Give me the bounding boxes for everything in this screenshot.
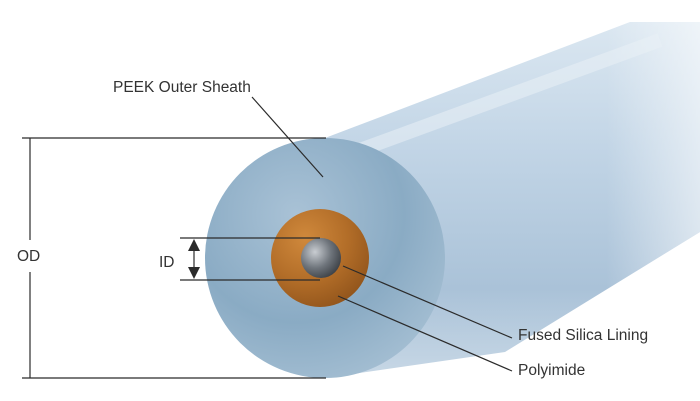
id-label: ID bbox=[159, 254, 175, 271]
fused-silica-leader-line bbox=[342, 265, 513, 339]
od-dimension bbox=[22, 137, 326, 379]
od-label: OD bbox=[17, 248, 41, 265]
fused-silica-bore bbox=[301, 238, 341, 278]
id-arrow-up bbox=[188, 239, 200, 251]
id-arrow-down bbox=[188, 267, 200, 279]
polyimide-leader-line bbox=[337, 295, 513, 372]
peek-outer-sheath-label: PEEK Outer Sheath bbox=[113, 79, 251, 96]
polyimide-label: Polyimide bbox=[518, 362, 586, 379]
peek-leader-line bbox=[251, 96, 324, 178]
fused-silica-lining-label: Fused Silica Lining bbox=[518, 327, 649, 344]
